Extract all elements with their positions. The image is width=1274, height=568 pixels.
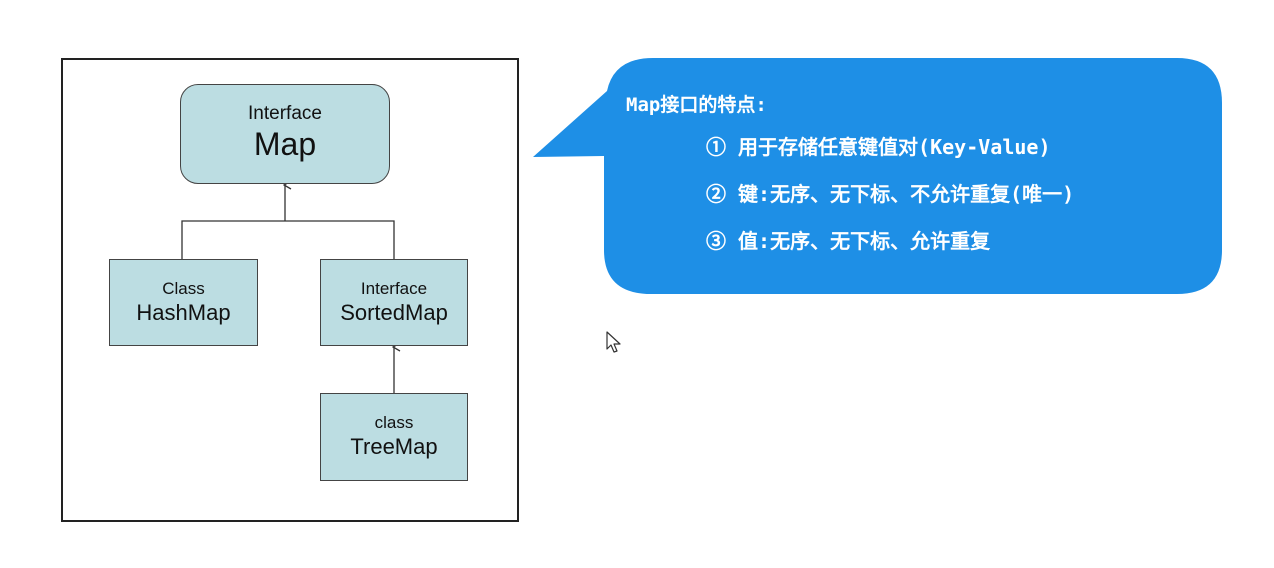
callout-item-2: ② 键:无序、无下标、不允许重复(唯一) [706,182,1075,206]
node-kind-label: Interface [360,278,428,298]
node-name-label: TreeMap [350,434,438,459]
node-sortedmap-interface: Interface SortedMap [320,259,468,346]
node-name-label: SortedMap [340,299,448,325]
callout-item-3: ③ 值:无序、无下标、允许重复 [706,229,991,253]
node-map-interface: Interface Map [180,84,390,184]
node-kind-label: Class [162,278,205,298]
node-hashmap-class: Class HashMap [109,259,258,346]
node-treemap-class: class TreeMap [320,393,468,481]
connector-hashmap-to-map [181,220,285,259]
node-kind-label: Interface [248,103,322,124]
callout-title: Map接口的特点: [626,94,767,116]
mouse-pointer-icon [606,331,621,353]
callout-item-1: ① 用于存储任意键值对(Key-Value) [706,135,1051,159]
callout-content: Map接口的特点: ① 用于存储任意键值对(Key-Value) ② 键:无序、… [626,90,1206,275]
node-name-label: Map [253,126,317,162]
connector-sortedmap-to-map [285,220,395,259]
node-kind-label: class [374,413,414,432]
node-name-label: HashMap [136,299,231,325]
